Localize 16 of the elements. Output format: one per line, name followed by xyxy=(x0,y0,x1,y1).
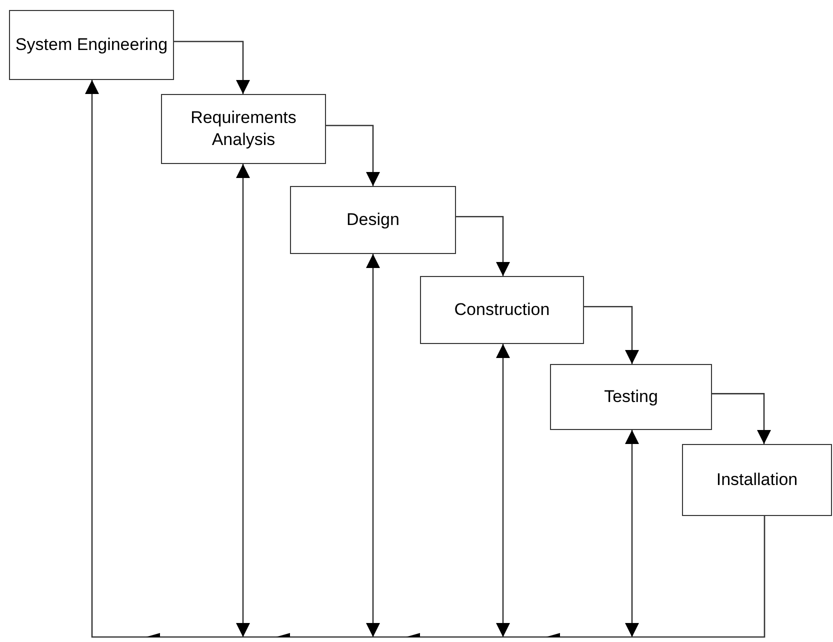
process-box: Installation xyxy=(682,444,832,516)
process-box: System Engineering xyxy=(9,10,174,80)
arrow xyxy=(236,164,250,637)
arrow xyxy=(712,393,771,444)
process-box: Requirements Analysis xyxy=(161,94,326,164)
arrow xyxy=(584,306,639,364)
arrow xyxy=(85,80,766,638)
arrow xyxy=(625,430,639,637)
arrow xyxy=(456,216,510,276)
arrow xyxy=(326,124,380,186)
process-box: Testing xyxy=(550,364,712,430)
arrow xyxy=(496,344,510,637)
process-box: Design xyxy=(290,186,456,254)
arrow xyxy=(366,254,380,637)
process-box: Construction xyxy=(420,276,584,344)
arrow xyxy=(174,40,250,94)
